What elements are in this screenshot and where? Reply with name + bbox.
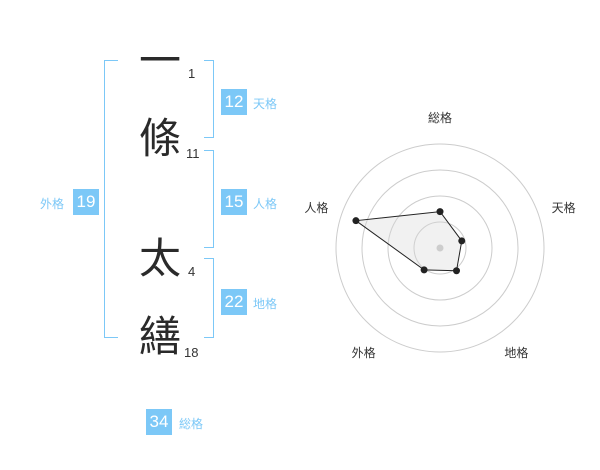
soukaku-label: 総格 [179, 417, 204, 431]
stroke-count-2: 11 [186, 146, 200, 161]
tenkaku-bracket [204, 60, 214, 138]
stroke-count-3: 4 [188, 264, 196, 279]
chikaku-bracket [204, 258, 214, 338]
jinkaku-bracket [204, 150, 214, 248]
radar-ring [335, 143, 545, 353]
chikaku-value: 22 [221, 289, 247, 315]
radar-axis-label-2: 天格 [552, 200, 576, 215]
radar-point-4 [420, 266, 428, 274]
radar-ring [387, 195, 493, 301]
stroke-count-1: 1 [188, 66, 196, 81]
radar-axis-label-1: 総格 [428, 110, 452, 125]
gaikaku-value: 19 [73, 189, 99, 215]
jinkaku-label: 人格 [253, 197, 278, 211]
radar-point-1 [436, 208, 444, 216]
radar-point-2 [458, 237, 466, 245]
tenkaku-value: 12 [221, 89, 247, 115]
name-char-1: 一 [139, 36, 182, 85]
name-char-4: 繕 [139, 312, 182, 361]
radar-center [436, 244, 444, 252]
stroke-count-4: 18 [184, 345, 199, 360]
name-char-2: 條 [139, 114, 182, 163]
radar-ring [413, 221, 467, 275]
radar-point-3 [453, 267, 461, 275]
gaikaku-bracket [104, 60, 118, 338]
radar-axis-label-4: 外格 [352, 345, 376, 360]
soukaku-value: 34 [146, 409, 172, 435]
radar-axis-label-3: 地格 [504, 345, 528, 360]
chikaku-label: 地格 [253, 297, 278, 311]
jinkaku-value: 15 [221, 189, 247, 215]
tenkaku-label: 天格 [253, 97, 278, 111]
radar-ring [361, 169, 519, 327]
radar-point-5 [352, 217, 360, 225]
radar-series-area [354, 211, 463, 272]
gaikaku-label: 外格 [40, 197, 65, 211]
radar-axis-label-5: 人格 [304, 200, 328, 215]
name-char-3: 太 [139, 234, 182, 283]
